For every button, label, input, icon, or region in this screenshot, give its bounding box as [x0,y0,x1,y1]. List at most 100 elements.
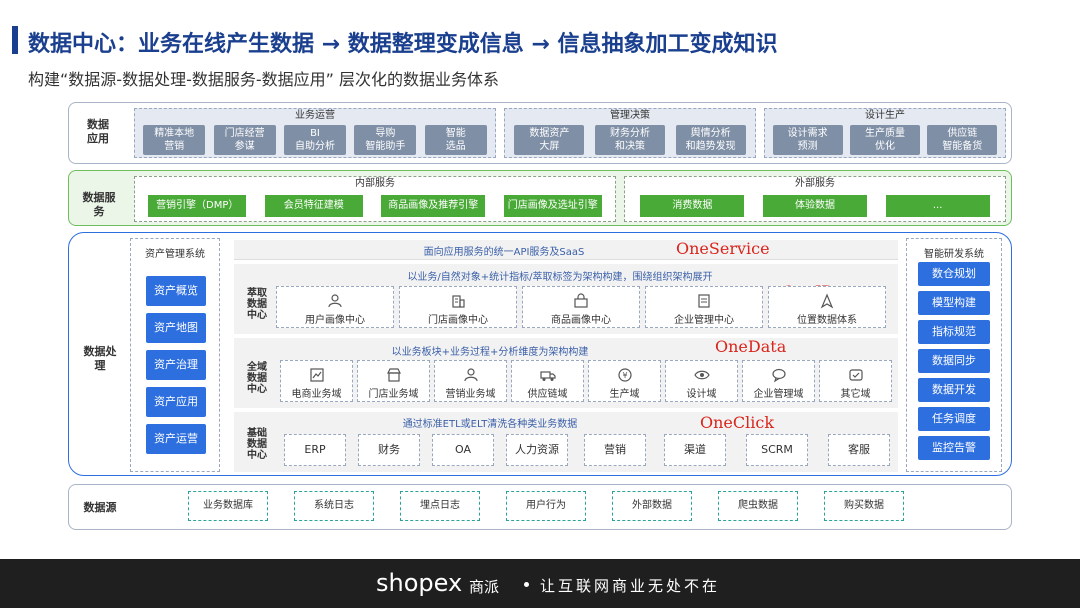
onedata-card-label: 生产域 [609,389,640,400]
onedata-card[interactable]: 供应链域 [511,360,584,402]
app-item[interactable]: 门店经营 参谋 [213,125,276,155]
oneid-label: 萃取 数据 中心 [240,288,274,321]
app-group-title: 设计生产 [865,110,905,121]
oneid-card[interactable]: 企业管理中心 [645,286,763,328]
external-service-group: 外部服务 消费数据体验数据... [624,176,1006,222]
oneclick-card[interactable]: 营销 [584,434,646,466]
user-icon [328,294,342,308]
app-item[interactable]: 财务分析 和决策 [594,125,665,155]
rd-item-button[interactable]: 数据开发 [918,378,990,402]
onedata-label: 全域 数据 中心 [240,362,274,395]
rd-item-button[interactable]: 数据同步 [918,349,990,373]
onedata-card-label: 门店业务域 [368,389,419,400]
asset-item-button[interactable]: 资产概览 [146,276,206,306]
app-group-1: 管理决策数据资产 大屏财务分析 和决策舆情分析 和趋势发现 [504,108,756,158]
oneid-card[interactable]: 用户画像中心 [276,286,394,328]
onedata-card[interactable]: 营销业务域 [434,360,507,402]
external-service-items: 消费数据体验数据... [625,191,1005,217]
oneid-card[interactable]: 门店画像中心 [399,286,517,328]
source-item[interactable]: 业务数据库 [188,491,268,521]
oneid-card-label: 门店画像中心 [428,315,488,326]
asset-item-button[interactable]: 资产治理 [146,350,206,380]
source-item[interactable]: 系统日志 [294,491,374,521]
internal-service-group: 内部服务 营销引擎（DMP） 会员特征建模商品画像及推荐引擎门店画像及选址引擎 [134,176,616,222]
app-item[interactable]: 舆情分析 和趋势发现 [675,125,746,155]
oneid-card[interactable]: 商品画像中心 [522,286,640,328]
service-layer-label-text: 数据服 务 [82,191,116,218]
source-item[interactable]: 外部数据 [612,491,692,521]
source-item[interactable]: 埋点日志 [400,491,480,521]
oneclick-card[interactable]: 渠道 [664,434,726,466]
internal-service-item[interactable]: 营销引擎（DMP） [148,195,247,217]
asset-item-button[interactable]: 资产应用 [146,387,206,417]
source-item[interactable]: 用户行为 [506,491,586,521]
title-accent-bar [12,26,18,54]
internal-service-items: 营销引擎（DMP） 会员特征建模商品画像及推荐引擎门店画像及选址引擎 [135,191,615,217]
app-item[interactable]: 生产质量 优化 [849,125,920,155]
app-item[interactable]: 智能 选品 [424,125,487,155]
onedata-card-label: 企业管理域 [753,389,804,400]
oneclick-card[interactable]: 人力资源 [506,434,568,466]
onedata-card[interactable]: ¥生产域 [588,360,661,402]
oneclick-tag: OneClick [700,413,775,432]
rd-item-button[interactable]: 指标规范 [918,320,990,344]
page-title: 数据中心：业务在线产生数据 → 数据整理变成信息 → 信息抽象加工变成知识 [28,32,778,57]
onedata-card[interactable]: 门店业务域 [357,360,430,402]
oneclick-card[interactable]: ERP [284,434,346,466]
onedata-card[interactable]: 设计域 [665,360,738,402]
footer-bar: shopex 商派 让互联网商业无处不在 [0,559,1080,608]
oneclick-label: 基础 数据 中心 [240,428,274,461]
oneid-card-label: 商品画像中心 [551,315,611,326]
internal-service-item[interactable]: 商品画像及推荐引擎 [381,195,486,217]
footer-slogan: 让互联网商业无处不在 [540,577,721,595]
onedata-card-label: 其它域 [840,389,871,400]
app-item[interactable]: 导购 智能助手 [354,125,417,155]
internal-service-title: 内部服务 [355,178,395,189]
source-item[interactable]: 爬虫数据 [718,491,798,521]
eye-icon [693,370,710,380]
app-item[interactable]: 设计需求 预测 [772,125,843,155]
chart-icon [309,368,324,382]
bag-icon [574,293,588,308]
location-icon [820,293,834,309]
app-group-2: 设计生产设计需求 预测生产质量 优化供应链 智能备货 [764,108,1006,158]
onedata-card-label: 电商业务域 [291,389,342,400]
oneclick-card[interactable]: OA [432,434,494,466]
onedata-card[interactable]: 其它域 [819,360,892,402]
source-item[interactable]: 购买数据 [824,491,904,521]
app-item[interactable]: 数据资产 大屏 [514,125,585,155]
oneclick-card[interactable]: 客服 [828,434,890,466]
oneclick-card[interactable]: 财务 [358,434,420,466]
rd-item-button[interactable]: 数仓规划 [918,262,990,286]
oneclick-card[interactable]: SCRM [746,434,808,466]
rd-system-title: 智能研发系统 [924,249,984,260]
app-item[interactable]: 精准本地 营销 [143,125,206,155]
oneid-title: 以业务/自然对象+统计指标/萃取标签为架构构建，围绕组织架构展开 [407,272,713,283]
oneid-card[interactable]: 位置数据体系 [768,286,886,328]
document-icon [698,294,710,308]
external-service-item[interactable]: 消费数据 [640,195,745,217]
oneclick-title: 通过标准ETL或ELT清洗各种类业务数据 [402,419,578,430]
oneid-card-label: 用户画像中心 [305,315,365,326]
asset-item-button[interactable]: 资产运营 [146,424,206,454]
asset-item-button[interactable]: 资产地图 [146,313,206,343]
onedata-card[interactable]: 电商业务域 [280,360,353,402]
app-item[interactable]: BI 自助分析 [283,125,346,155]
app-item[interactable]: 供应链 智能备货 [927,125,998,155]
internal-service-item[interactable]: 会员特征建模 [264,195,363,217]
oneid-label-text: 萃取 数据 中心 [247,288,267,321]
onedata-card[interactable]: 企业管理域 [742,360,815,402]
brand-logo: shopex [376,569,463,597]
external-service-title: 外部服务 [795,178,835,189]
rd-item-button[interactable]: 监控告警 [918,436,990,460]
rd-item-button[interactable]: 模型构建 [918,291,990,315]
service-layer-label: 数据服 务 [78,191,120,219]
rd-item-button[interactable]: 任务调度 [918,407,990,431]
onedata-tag: OneData [715,337,787,356]
external-service-item[interactable]: ... [885,195,990,217]
internal-service-item[interactable]: 门店画像及选址引擎 [503,195,602,217]
external-service-item[interactable]: 体验数据 [762,195,867,217]
onedata-label-text: 全域 数据 中心 [247,362,267,395]
footer-dot [524,582,529,587]
